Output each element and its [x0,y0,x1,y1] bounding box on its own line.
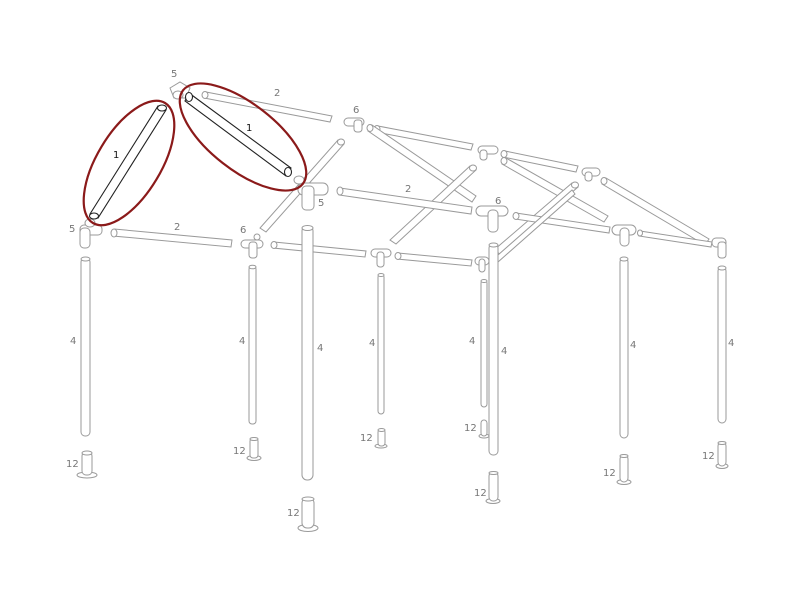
rafter-left-highlighted[interactable] [88,104,168,220]
label-foot-7: 12 [603,468,616,479]
foot-7 [616,454,632,485]
label-leg-1: 4 [70,336,76,347]
leg-5 [480,279,488,408]
label-fitting-eave-front: 5 [69,224,75,235]
label-eave-beam-mid: 2 [405,184,411,195]
rafter-right-highlighted[interactable] [184,91,293,178]
label-eave-beam-front: 2 [174,222,180,233]
leg-3-front-large [301,225,314,481]
label-rafter-right: 1 [246,123,252,134]
label-fitting-top: 5 [171,69,177,80]
label-fitting-6c: 6 [495,196,501,207]
label-foot-6: 12 [474,488,487,499]
fitting-6a [343,117,365,133]
label-fitting-mid: 5 [318,198,324,209]
eave-beam-mid [336,186,473,215]
label-foot-4: 12 [360,433,373,444]
label-fitting-6b: 6 [240,225,246,236]
ridge-beam-back [500,150,579,173]
brace-back [497,189,576,264]
foot-6 [485,471,501,504]
leg-1 [80,256,91,437]
fitting-eave-5 [79,218,103,249]
foot-2 [246,437,262,461]
fitting-eave-6c [475,205,509,233]
label-leg-7: 4 [630,340,636,351]
foot-5 [478,419,490,439]
leg-2 [248,264,257,425]
fitting-eave-6a [240,233,264,259]
highlight-ring-right [178,82,308,192]
fitting-mid-5 [293,175,329,211]
rafter-back-1 [366,124,477,203]
fitting-eave-6e [611,224,637,247]
label-fitting-6a: 6 [353,105,359,116]
label-leg-5: 4 [469,336,475,347]
foot-4 [374,428,388,449]
eave-beam-front-1 [110,228,233,248]
label-foot-2: 12 [233,446,246,457]
label-leg-2: 4 [239,336,245,347]
leg-6 [488,242,499,456]
leg-4 [377,273,385,415]
label-foot-8: 12 [702,451,715,462]
fitting-eave-6d [474,256,490,273]
fitting-6c [581,167,601,182]
eave-beam-mid-2 [512,212,611,234]
label-leg-8: 4 [728,338,734,349]
ridge-beam-top [201,91,333,123]
fitting-6b [477,145,499,161]
eave-beam-mid-3 [637,229,713,248]
label-leg-4: 4 [369,338,375,349]
label-ridge-beam: 2 [274,88,280,99]
highlight-ring-left [82,99,176,227]
fitting-eave-6f [711,237,727,259]
foot-3 [297,496,319,532]
label-foot-5: 12 [464,423,477,434]
label-foot-3: 12 [287,508,300,519]
label-foot-1: 12 [66,459,79,470]
rafter-back-2 [500,157,609,223]
foot-8 [715,441,729,469]
label-leg-3: 4 [317,343,323,354]
leg-7 [619,256,629,439]
eave-beam-front-3 [394,252,473,267]
fitting-eave-6b [370,248,392,268]
leg-8 [717,265,727,424]
label-rafter-left: 1 [113,150,119,161]
eave-beam-front-2 [270,241,367,258]
foot-1 [76,450,98,479]
label-leg-6: 4 [501,346,507,357]
